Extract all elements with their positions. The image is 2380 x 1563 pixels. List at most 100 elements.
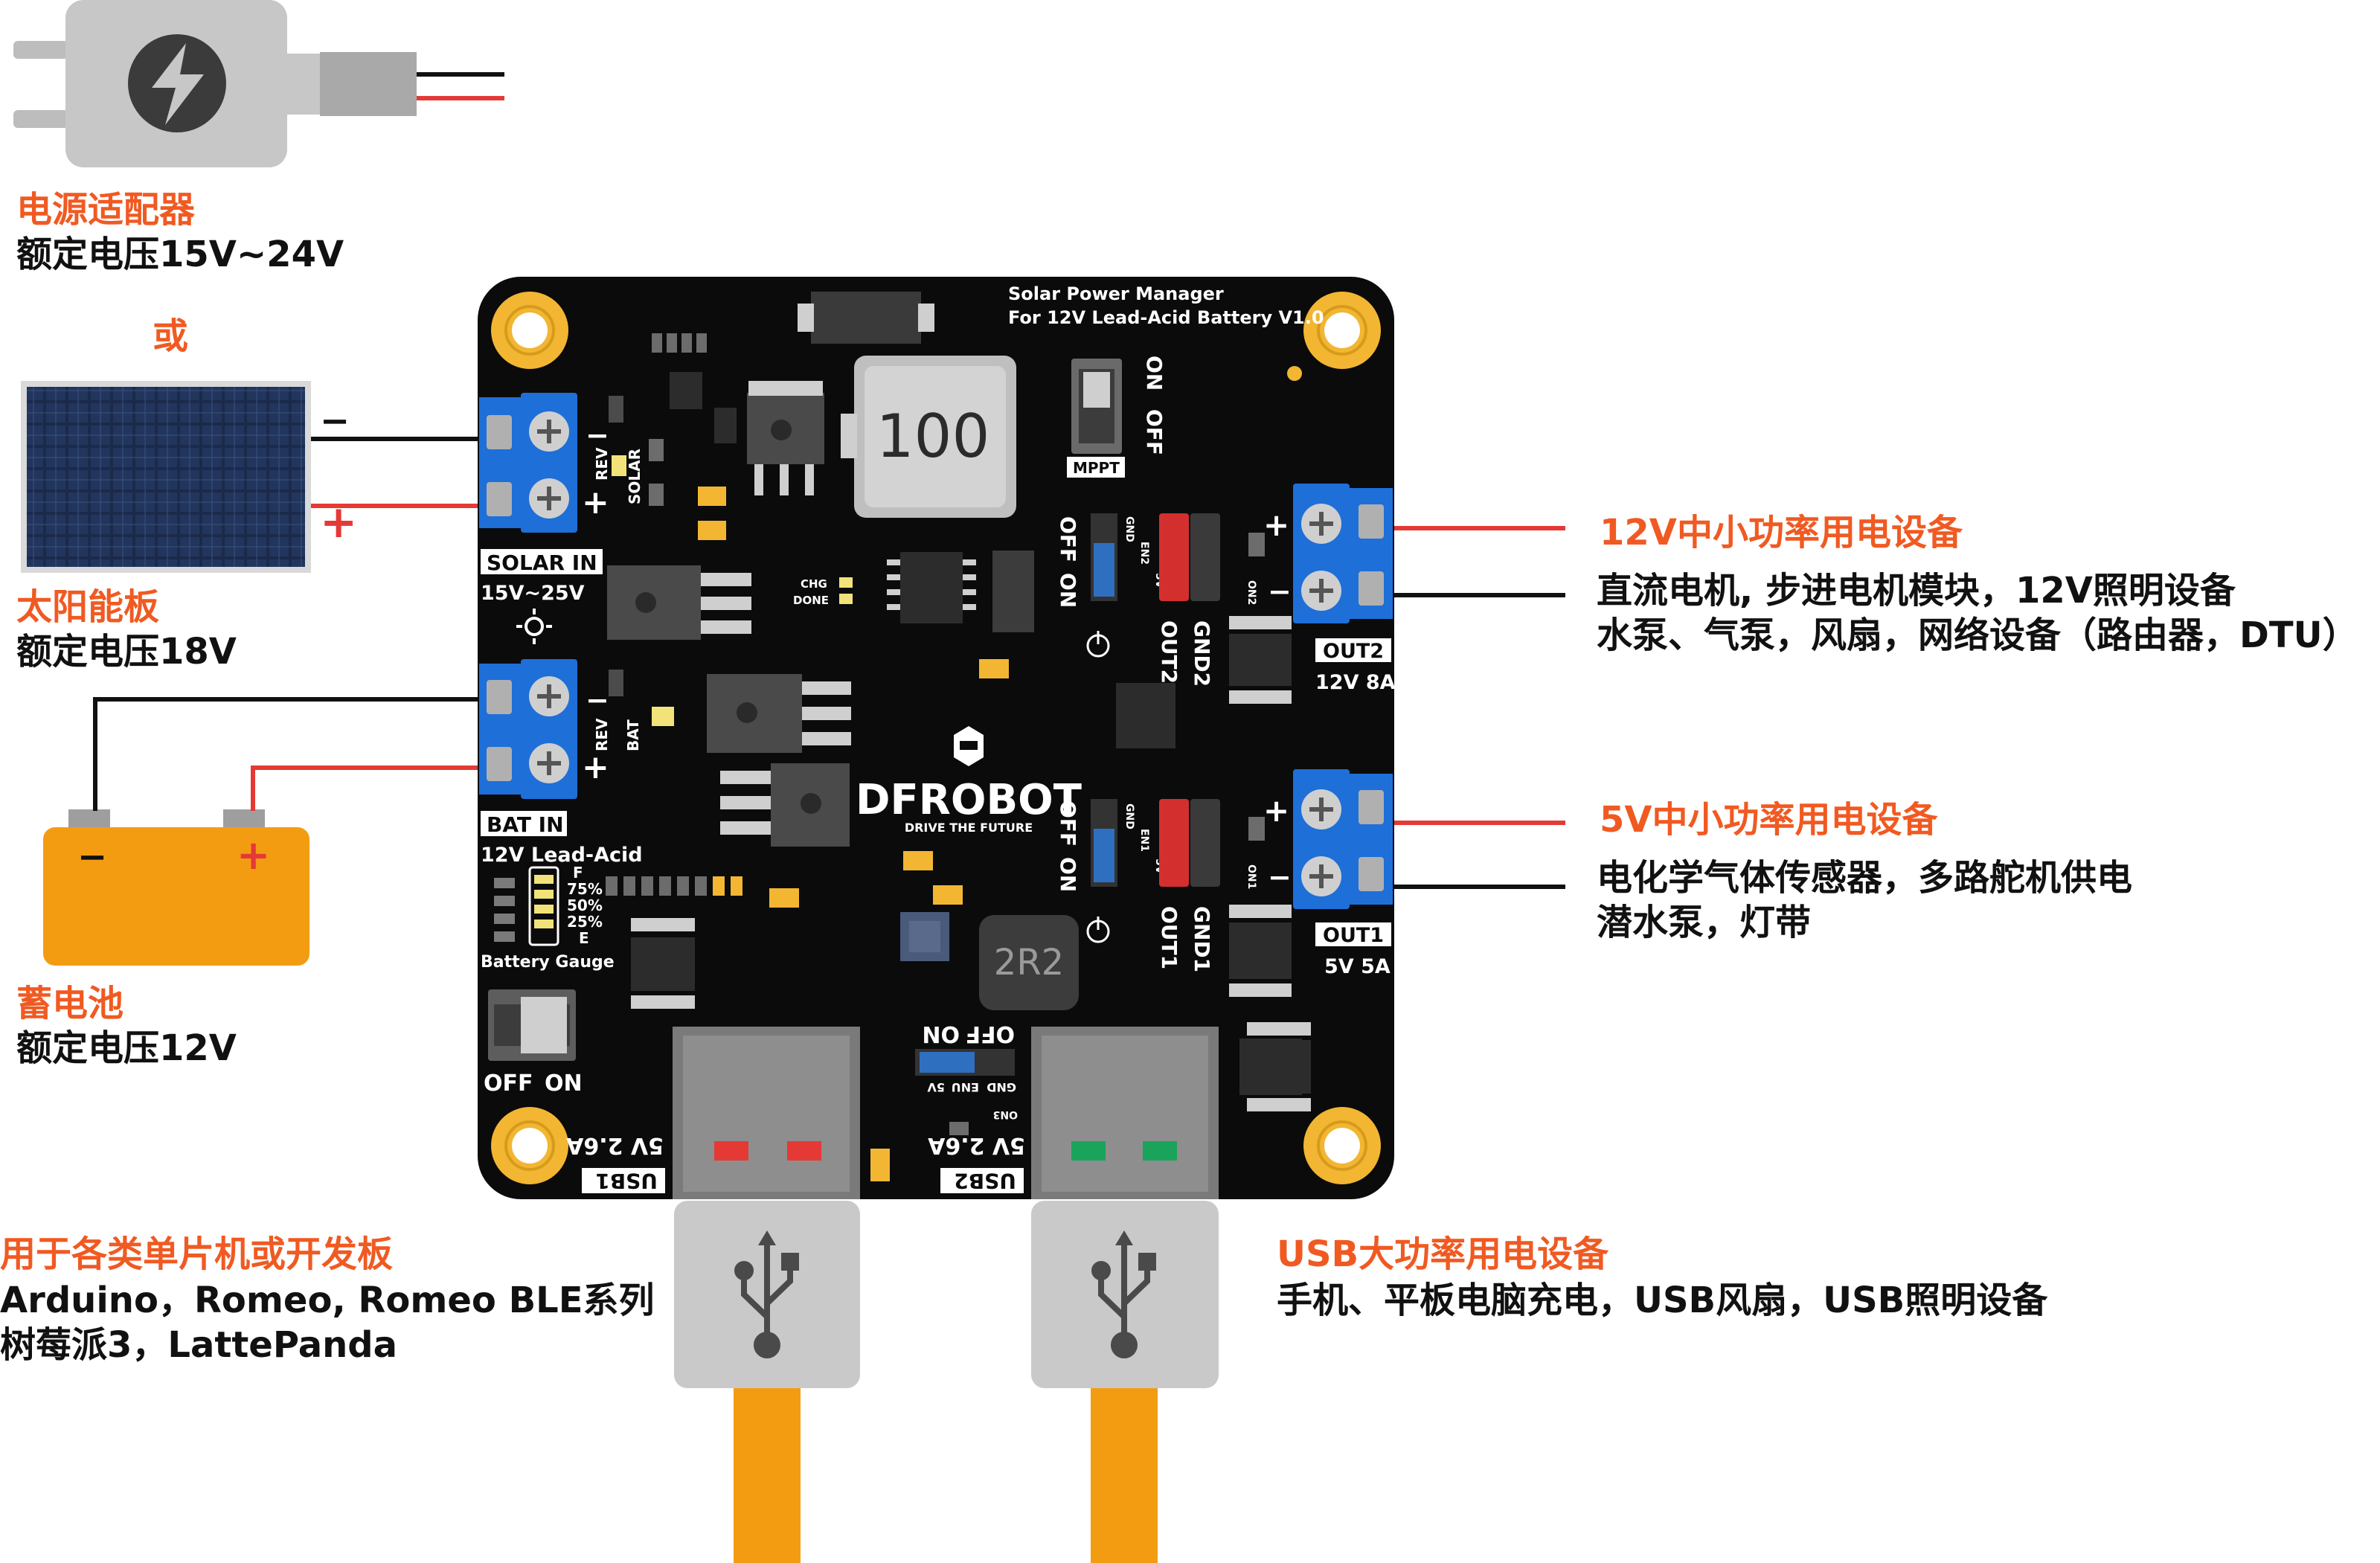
chg-label: CHG (801, 577, 827, 591)
usb1-cable (674, 1201, 860, 1563)
solar-panel-spec: 额定电压18V (16, 631, 237, 673)
on2-label: ON2 (1245, 580, 1257, 605)
solar-in-label: SOLAR IN (487, 551, 597, 575)
chg-led (839, 577, 853, 588)
out2-en-label: EN2 (1138, 542, 1150, 565)
mosfet-top (747, 381, 824, 495)
out1-minus: − (1268, 861, 1292, 893)
battery-gauge-label: Battery Gauge (481, 953, 615, 972)
battery-gauge-leds (494, 866, 559, 946)
battery-minus-sign: − (77, 836, 107, 878)
out1-jumper-blue[interactable] (1091, 799, 1117, 887)
mosfet-center (707, 674, 851, 753)
usb-switch-off-label: OFF (966, 1021, 1016, 1047)
mppt-on-label: ON (1142, 356, 1167, 391)
usb-pin-gnd: GND (987, 1080, 1016, 1094)
mppt-label-bg (1067, 457, 1125, 478)
battery-icon (43, 809, 309, 966)
usb-regulator-ic (1247, 1022, 1311, 1111)
bat-plus-pcb: + (582, 748, 609, 786)
out2-on-label: ON (1056, 573, 1080, 608)
power-slide-switch[interactable] (488, 989, 576, 1061)
on3-led (949, 1122, 969, 1135)
usb-switch-on-label: ON (922, 1021, 960, 1047)
diode-pad-left (798, 304, 814, 332)
battery-plus-sign: + (237, 832, 270, 879)
bat-in-terminal (479, 659, 577, 799)
out1-power-icon (1086, 917, 1110, 943)
resistor-row (606, 876, 742, 896)
solar-in-label-bg (481, 549, 603, 574)
out1-pin-label: OUT1 (1157, 906, 1181, 969)
solar-plus-pcb: + (582, 484, 609, 521)
pcb (478, 277, 1394, 1199)
mppt-switch[interactable] (1071, 359, 1122, 454)
inductor-2r2 (979, 915, 1079, 1010)
bat-rev-led (609, 670, 623, 696)
out1-off-label: OFF (1056, 800, 1080, 847)
power-adapter-spec: 额定电压15V~24V (16, 234, 344, 275)
out2-power-icon (1086, 631, 1110, 658)
mcu-chip (900, 912, 949, 961)
power-adapter (13, 0, 504, 167)
gauge-level-e: E (579, 929, 589, 947)
sun-icon (516, 609, 552, 644)
mounting-hole-top-right (1303, 292, 1381, 369)
out2-callout-title: 12V中小功率用电设备 (1600, 512, 1963, 553)
mosfet-lower (720, 763, 850, 847)
usb2-label: USB2 (954, 1169, 1016, 1193)
dfrobot-logo-icon (954, 726, 984, 766)
battery-title: 蓄电池 (16, 983, 124, 1024)
inductor-100 (854, 356, 1016, 518)
adapter-prong-bottom (13, 110, 68, 128)
bat-rev-label: REV (593, 718, 611, 751)
gnd1-label: GND1 (1190, 906, 1214, 972)
or-label: 或 (153, 315, 188, 357)
switch-on-label: ON (545, 1071, 583, 1097)
gauge-level-75: 75% (567, 880, 603, 898)
out1-rating: 5V 5A (1324, 955, 1391, 978)
out2-gnd-label: GND (1123, 516, 1135, 542)
usb-on3-label: ON3 (993, 1108, 1018, 1120)
usb1-callout-line2: 树莓派3，LattePanda (0, 1324, 397, 1366)
mppt-off-label: OFF (1142, 409, 1167, 455)
out2-label-bg (1315, 638, 1391, 662)
usb2-callout-title: USB大功率用电设备 (1277, 1233, 1609, 1275)
out1-label-bg (1315, 922, 1391, 946)
out2-minus: − (1268, 575, 1292, 608)
adapter-neck (283, 54, 321, 115)
out2-plus: + (1263, 507, 1289, 543)
current-sense-resistor (992, 551, 1034, 632)
adapter-cable-sleeve (320, 52, 417, 116)
usb1-callout-line1: Arduino，Romeo, Romeo BLE系列 (0, 1280, 655, 1321)
solar-minus-sign: − (320, 400, 350, 442)
usb-enable-jumper[interactable] (915, 1049, 1015, 1076)
solar-led (612, 455, 626, 476)
out2-jumper-blue[interactable] (1091, 513, 1117, 601)
out1-gnd-label: GND (1123, 803, 1135, 829)
solar-rev-led (609, 396, 623, 423)
out2-rating: 12V 8A (1315, 671, 1396, 694)
solar-panel-title: 太阳能板 (16, 586, 159, 628)
battery-wire-red (251, 766, 500, 811)
usb-controller-ic (631, 918, 695, 1009)
usb1-label: USB1 (595, 1169, 658, 1193)
solar-in-terminal (479, 393, 577, 533)
charge-controller-ic (887, 552, 976, 623)
usb1-port (673, 1027, 860, 1199)
power-adapter-title: 电源适配器 (16, 189, 196, 231)
dfrobot-brand: DFROBOT (856, 776, 1082, 824)
battery-spec: 额定电压12V (16, 1027, 237, 1069)
out1-header-red (1159, 799, 1220, 887)
gnd2-label: GND2 (1190, 620, 1214, 687)
solar-rev-label: REV (593, 447, 611, 481)
bat-minus-pcb: − (586, 684, 609, 716)
solar-power-manager-board: Solar Power Manager For 12V Lead-Acid Ba… (478, 277, 1396, 1199)
out2-label: OUT2 (1323, 640, 1384, 663)
out2-callout-line1: 直流电机, 步进电机模块，12V照明设备 (1597, 570, 2236, 612)
usb-pin-5v: 5V (927, 1080, 945, 1094)
usb2-rating: 5V 2.6A (927, 1132, 1025, 1158)
usb2-callout-line1: 手机、平板电脑充电，USB风扇，USB照明设备 (1277, 1280, 2048, 1321)
mosfet-mid (607, 565, 751, 640)
